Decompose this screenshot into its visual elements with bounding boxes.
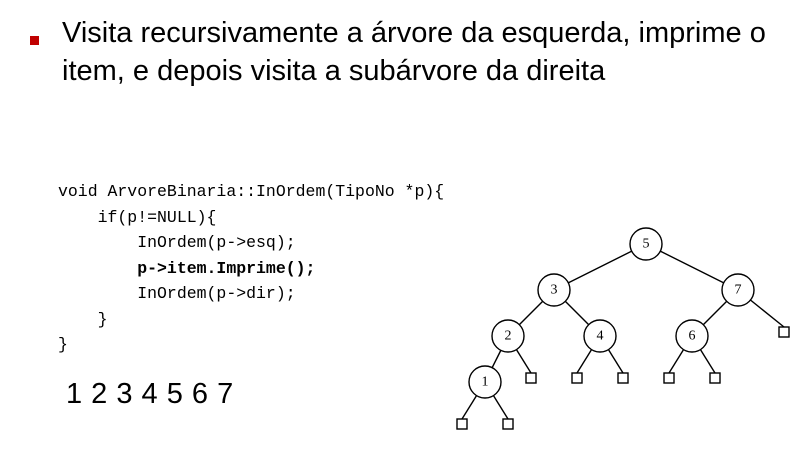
tree-node-circle	[675, 319, 709, 353]
tree-node-circle	[468, 365, 502, 399]
tree-node-circle	[721, 273, 755, 307]
tree-node-3: 3	[537, 273, 571, 307]
code-line: InOrdem(p->esq);	[58, 233, 296, 252]
tree-node-7: 7	[721, 273, 755, 307]
tree-node-circle	[537, 273, 571, 307]
tree-edge	[645, 243, 739, 291]
code-line: InOrdem(p->dir);	[58, 284, 296, 303]
tree-node-5: 5	[629, 227, 663, 261]
tree-node-label: 1	[482, 375, 489, 390]
tree-nodes: 5 3 2 1 4 7 6	[456, 227, 790, 430]
code-line: }	[58, 309, 108, 329]
bullet-text: Visita recursivamente a árvore da esquer…	[62, 17, 766, 87]
null-leaf	[617, 372, 629, 384]
tree-node-6: 6	[675, 319, 709, 353]
null-leaf	[502, 418, 514, 430]
tree-node-label: 7	[735, 283, 742, 298]
tree-node-label: 4	[597, 329, 604, 344]
tree-node-label: 3	[551, 283, 558, 298]
tree-node-circle	[583, 319, 617, 353]
null-leaf	[456, 418, 468, 430]
tree-node-2: 2	[491, 319, 525, 353]
tree-node-circle	[491, 319, 525, 353]
null-leaf	[571, 372, 583, 384]
inorder-sequence: 1 2 3 4 5 6 7	[66, 378, 234, 410]
tree-node-1: 1	[468, 365, 502, 399]
bullet-marker	[30, 36, 39, 45]
tree-node-4: 4	[583, 319, 617, 353]
code-line: }	[58, 335, 68, 354]
null-leaf	[709, 372, 721, 384]
code-line: void ArvoreBinaria::InOrdem(TipoNo *p){	[58, 182, 445, 201]
null-leaf	[663, 372, 675, 384]
tree-node-circle	[629, 227, 663, 261]
code-line-highlighted: p->item.Imprime();	[58, 258, 316, 278]
code-line: if(p!=NULL){	[58, 207, 217, 227]
tree-edge	[553, 243, 647, 291]
null-leaf	[778, 326, 790, 338]
null-leaf	[525, 372, 537, 384]
code-block: void ArvoreBinaria::InOrdem(TipoNo *p){ …	[58, 179, 444, 358]
tree-node-label: 2	[505, 329, 512, 344]
tree-node-label: 5	[643, 237, 650, 252]
tree-node-label: 6	[689, 329, 696, 344]
